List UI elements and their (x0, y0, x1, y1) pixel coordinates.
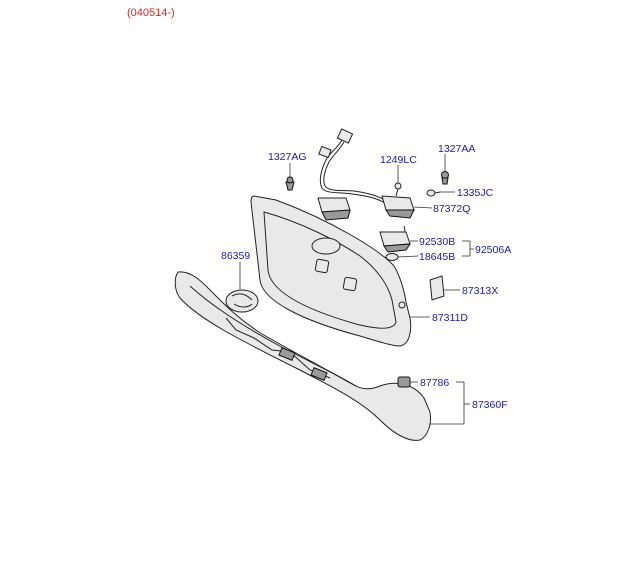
pad-87313x (429, 275, 445, 301)
label-1327aa[interactable]: 1327AA (438, 143, 475, 155)
handle-switch-left (317, 197, 351, 221)
garnish-panel-87311d (250, 195, 412, 347)
switch-87372q (381, 195, 415, 219)
label-1249lc[interactable]: 1249LC (380, 154, 417, 166)
wiring-harness (318, 128, 406, 239)
label-92506a[interactable]: 92506A (475, 244, 511, 256)
clip-1327aa (441, 171, 449, 185)
label-86359[interactable]: 86359 (221, 250, 250, 262)
date-code: (040514-) (127, 7, 175, 19)
label-87372q[interactable]: 87372Q (433, 203, 470, 215)
leader-lines (239, 154, 474, 425)
emblem-86359 (225, 289, 259, 313)
label-87313x[interactable]: 87313X (462, 285, 498, 297)
label-92530b[interactable]: 92530B (419, 236, 455, 248)
label-18645b[interactable]: 18645B (419, 251, 455, 263)
label-87786[interactable]: 87786 (420, 377, 449, 389)
label-87360f[interactable]: 87360F (472, 399, 508, 411)
label-87311d[interactable]: 87311D (432, 312, 468, 324)
outer-garnish-87360f (174, 271, 431, 441)
screw-1249lc (394, 182, 402, 197)
clip-1327ag (285, 176, 295, 191)
part-labels: 1327AG 1249LC 1327AA 1335JC 87372Q 92530… (221, 143, 511, 411)
label-1327ag[interactable]: 1327AG (268, 151, 307, 163)
label-1335jc[interactable]: 1335JC (457, 187, 494, 199)
retainer-87786 (397, 376, 411, 388)
grommet-1335jc (426, 189, 441, 197)
license-lamp-92530b (379, 231, 411, 253)
